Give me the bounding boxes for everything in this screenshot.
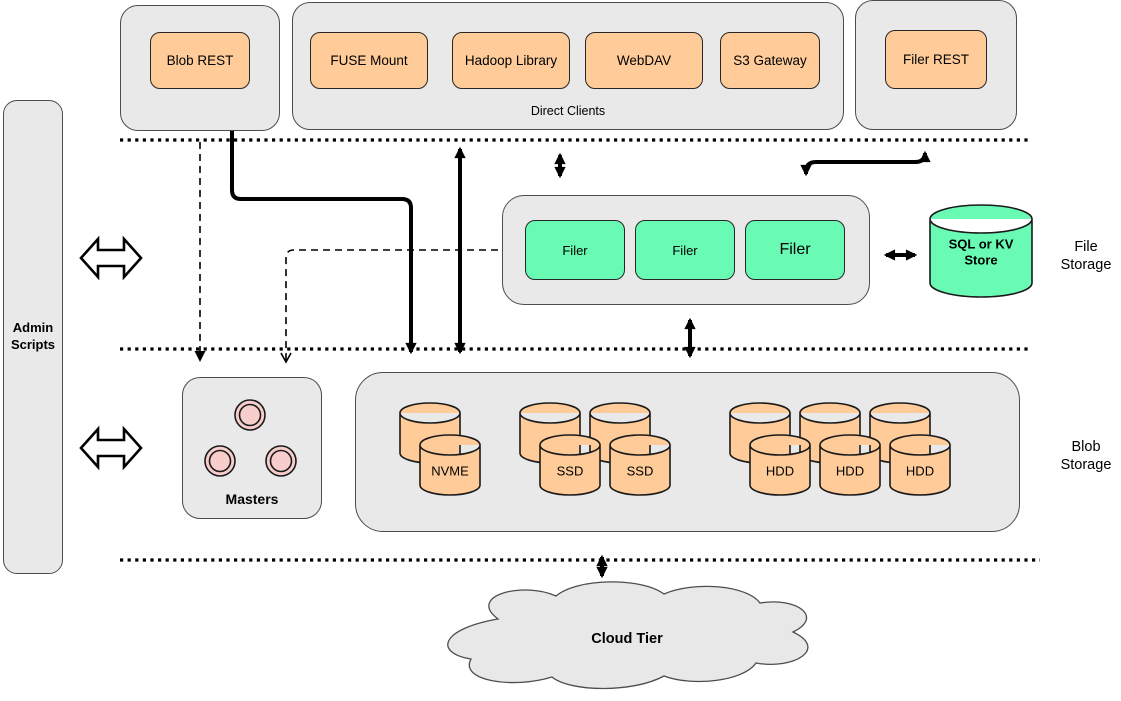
blob-storage-container <box>355 372 1020 532</box>
node-filer-rest-label: Filer REST <box>902 52 969 67</box>
masters-group: Masters <box>182 377 322 519</box>
hdd-label: HDD <box>905 463 935 479</box>
node-blob-rest-label: Blob REST <box>166 53 234 68</box>
node-filer-2: Filer <box>635 220 735 280</box>
node-filer-3-label: Filer <box>779 241 811 258</box>
node-s3-gateway-label: S3 Gateway <box>733 53 807 68</box>
admin-file-arrow-icon <box>79 235 143 281</box>
node-fuse-mount: FUSE Mount <box>310 32 428 89</box>
node-webdav: WebDAV <box>585 32 703 89</box>
node-blob-rest: Blob REST <box>150 32 250 89</box>
admin-arrows <box>79 235 143 471</box>
admin-scripts-box: Admin Scripts <box>3 100 63 574</box>
node-filer-3: Filer <box>745 220 845 280</box>
ssd-label: SSD <box>556 463 584 479</box>
node-s3-gateway: S3 Gateway <box>720 32 820 89</box>
hdd-label: HDD <box>765 463 795 479</box>
node-filer-rest: Filer REST <box>885 30 987 89</box>
sql-kv-store-label: SQL or KV Store <box>948 236 1014 267</box>
direct-clients-label: Direct Clients <box>530 104 606 118</box>
edge-filer-masters <box>280 249 498 364</box>
file-storage-zone-label: File Storage <box>1060 239 1112 274</box>
nvme-label: NVME <box>431 463 469 479</box>
edge-blobrest-to-blobstorage <box>230 131 417 355</box>
admin-blob-arrow-icon <box>79 425 143 471</box>
node-filer-1-label: Filer <box>562 242 588 258</box>
masters-label: Masters <box>225 491 279 507</box>
node-filer-1: Filer <box>525 220 625 280</box>
hdd-label: HDD <box>835 463 865 479</box>
admin-scripts-label: Admin Scripts <box>10 320 56 352</box>
blob-storage-zone-label: Blob Storage <box>1060 439 1112 474</box>
edge-filerrest-filer <box>800 150 931 177</box>
dashed-connectors <box>194 142 498 364</box>
node-webdav-label: WebDAV <box>616 53 672 68</box>
ssd-label: SSD <box>626 463 654 479</box>
node-hadoop-library-label: Hadoop Library <box>464 53 558 68</box>
cloud-tier-label: Cloud Tier <box>591 631 663 647</box>
node-hadoop-library: Hadoop Library <box>452 32 570 89</box>
node-filer-2-label: Filer <box>672 242 698 258</box>
node-fuse-mount-label: FUSE Mount <box>330 53 408 68</box>
